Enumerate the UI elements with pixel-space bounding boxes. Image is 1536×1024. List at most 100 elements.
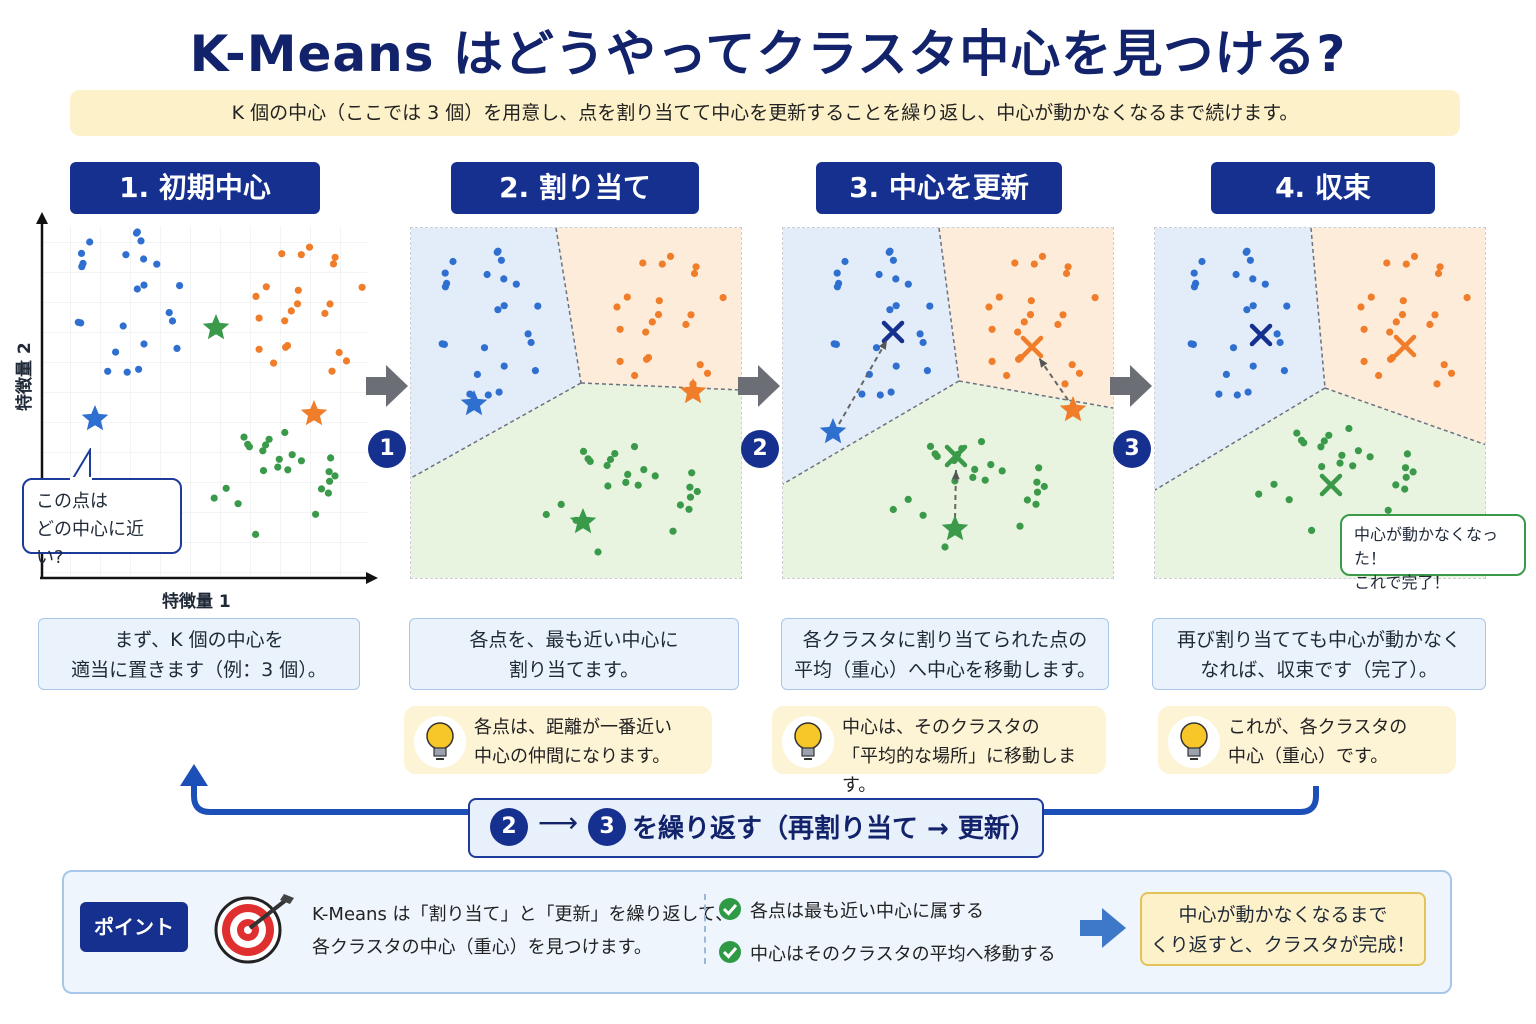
data-point bbox=[1433, 380, 1441, 388]
cross-icon bbox=[1319, 473, 1343, 497]
final-message-box: 中心が動かなくなるまで くり返すと、クラスタが完成！ bbox=[1140, 892, 1426, 966]
data-point bbox=[1336, 459, 1344, 467]
step-2-tip-line-2: 中心の仲間になります。 bbox=[474, 746, 671, 767]
data-point bbox=[977, 438, 986, 446]
step-4-tip: これが、各クラスタの中心（重心）です。 bbox=[1158, 706, 1456, 774]
final-line-1: 中心が動かなくなるまで bbox=[1178, 904, 1388, 926]
data-point bbox=[1249, 302, 1257, 310]
step-1-desc-line-1: まず、K 個の中心を bbox=[114, 629, 284, 651]
bulb-icon bbox=[414, 716, 466, 768]
boundary-lines bbox=[1155, 228, 1485, 491]
flow-number-3: 3 bbox=[1113, 430, 1151, 468]
data-point bbox=[1035, 464, 1043, 472]
page-title: K-Means はどうやってクラスタ中心を見つける? bbox=[189, 25, 1347, 83]
check-icon bbox=[719, 941, 741, 963]
data-point bbox=[1357, 303, 1365, 311]
star-icon bbox=[81, 405, 109, 431]
step-2-tip: 各点は、距離が一番近い中心の仲間になります。 bbox=[404, 706, 712, 774]
data-point bbox=[655, 297, 663, 305]
data-point bbox=[630, 443, 639, 451]
step-2-desc-line-2: 割り当てます。 bbox=[508, 659, 640, 681]
data-point bbox=[1068, 361, 1076, 369]
data-point bbox=[1293, 429, 1301, 437]
data-point bbox=[692, 263, 700, 271]
data-point bbox=[1349, 462, 1357, 470]
data-point bbox=[173, 344, 181, 352]
x-axis-label: 特徴量 1 bbox=[162, 592, 231, 612]
data-point bbox=[135, 365, 143, 373]
data-point bbox=[1215, 390, 1223, 398]
data-point bbox=[119, 322, 127, 330]
step-3-description: 各クラスタに割り当てられた点の 平均（重心）へ中心を移動します。 bbox=[781, 618, 1109, 690]
data-point bbox=[1426, 320, 1434, 329]
data-point bbox=[1276, 338, 1284, 347]
data-point bbox=[1189, 340, 1197, 348]
data-point bbox=[297, 457, 305, 465]
data-point bbox=[494, 247, 502, 255]
region-orange bbox=[556, 228, 741, 390]
data-point bbox=[329, 260, 338, 268]
cluster-points bbox=[613, 252, 727, 388]
cluster-points bbox=[889, 438, 1048, 551]
data-point bbox=[1360, 357, 1368, 365]
panel-update bbox=[782, 227, 1114, 579]
data-point bbox=[1244, 388, 1252, 396]
data-point bbox=[1270, 480, 1278, 488]
data-point bbox=[987, 461, 995, 469]
data-point bbox=[1243, 247, 1251, 255]
data-point bbox=[969, 473, 977, 481]
data-point bbox=[926, 302, 934, 310]
step-3-header: 3. 中心を更新 bbox=[816, 162, 1062, 214]
data-point bbox=[1375, 371, 1383, 380]
data-point bbox=[312, 510, 320, 518]
data-point bbox=[287, 307, 295, 315]
done-line-2: これで完了！ bbox=[1354, 573, 1450, 592]
data-point bbox=[293, 300, 302, 308]
data-point bbox=[1064, 263, 1072, 271]
data-point bbox=[1463, 294, 1471, 302]
data-point bbox=[1075, 369, 1084, 377]
data-point bbox=[1190, 269, 1198, 277]
data-point bbox=[1198, 257, 1206, 266]
data-point bbox=[252, 530, 260, 538]
data-point bbox=[919, 338, 927, 347]
data-point bbox=[1285, 496, 1293, 504]
step-1-description: まず、K 個の中心を 適当に置きます（例：3 個）。 bbox=[38, 618, 360, 690]
point-line-2: 各クラスタの中心（重心）を見つけます。 bbox=[312, 937, 652, 958]
data-point bbox=[904, 495, 912, 503]
data-point bbox=[988, 357, 996, 365]
data-point bbox=[252, 292, 260, 300]
point-line-1: K-Means は「割り当て」と「更新」を繰り返して、 bbox=[312, 904, 734, 925]
star-icon bbox=[679, 378, 707, 404]
flow-arrow-1 bbox=[366, 365, 408, 407]
data-point bbox=[1434, 269, 1443, 278]
data-point bbox=[1386, 328, 1394, 336]
data-point bbox=[133, 228, 141, 236]
star-icon bbox=[300, 400, 328, 426]
data-point bbox=[832, 340, 840, 348]
data-point bbox=[1440, 361, 1448, 369]
data-point bbox=[658, 260, 666, 268]
data-point bbox=[1059, 311, 1067, 319]
data-point bbox=[876, 391, 884, 399]
data-point bbox=[79, 259, 87, 267]
data-point bbox=[122, 251, 130, 259]
data-point bbox=[1243, 306, 1251, 314]
data-point bbox=[153, 260, 161, 268]
data-point bbox=[281, 428, 289, 437]
data-point bbox=[284, 466, 292, 474]
star-icon bbox=[1059, 396, 1087, 422]
boundary-lines bbox=[783, 228, 1113, 485]
data-point bbox=[579, 447, 588, 455]
step-2-desc-line-1: 各点を、最も近い中心に bbox=[469, 629, 679, 651]
data-point bbox=[623, 293, 631, 301]
data-point bbox=[222, 484, 230, 492]
data-point bbox=[642, 328, 650, 336]
check-icon bbox=[719, 898, 741, 920]
data-point bbox=[326, 477, 334, 485]
data-point bbox=[140, 255, 148, 263]
data-point bbox=[483, 270, 491, 279]
data-point bbox=[919, 511, 927, 519]
data-point bbox=[640, 466, 648, 474]
step-4-desc-line-2: なれば、収束です（完了）。 bbox=[1200, 659, 1438, 681]
